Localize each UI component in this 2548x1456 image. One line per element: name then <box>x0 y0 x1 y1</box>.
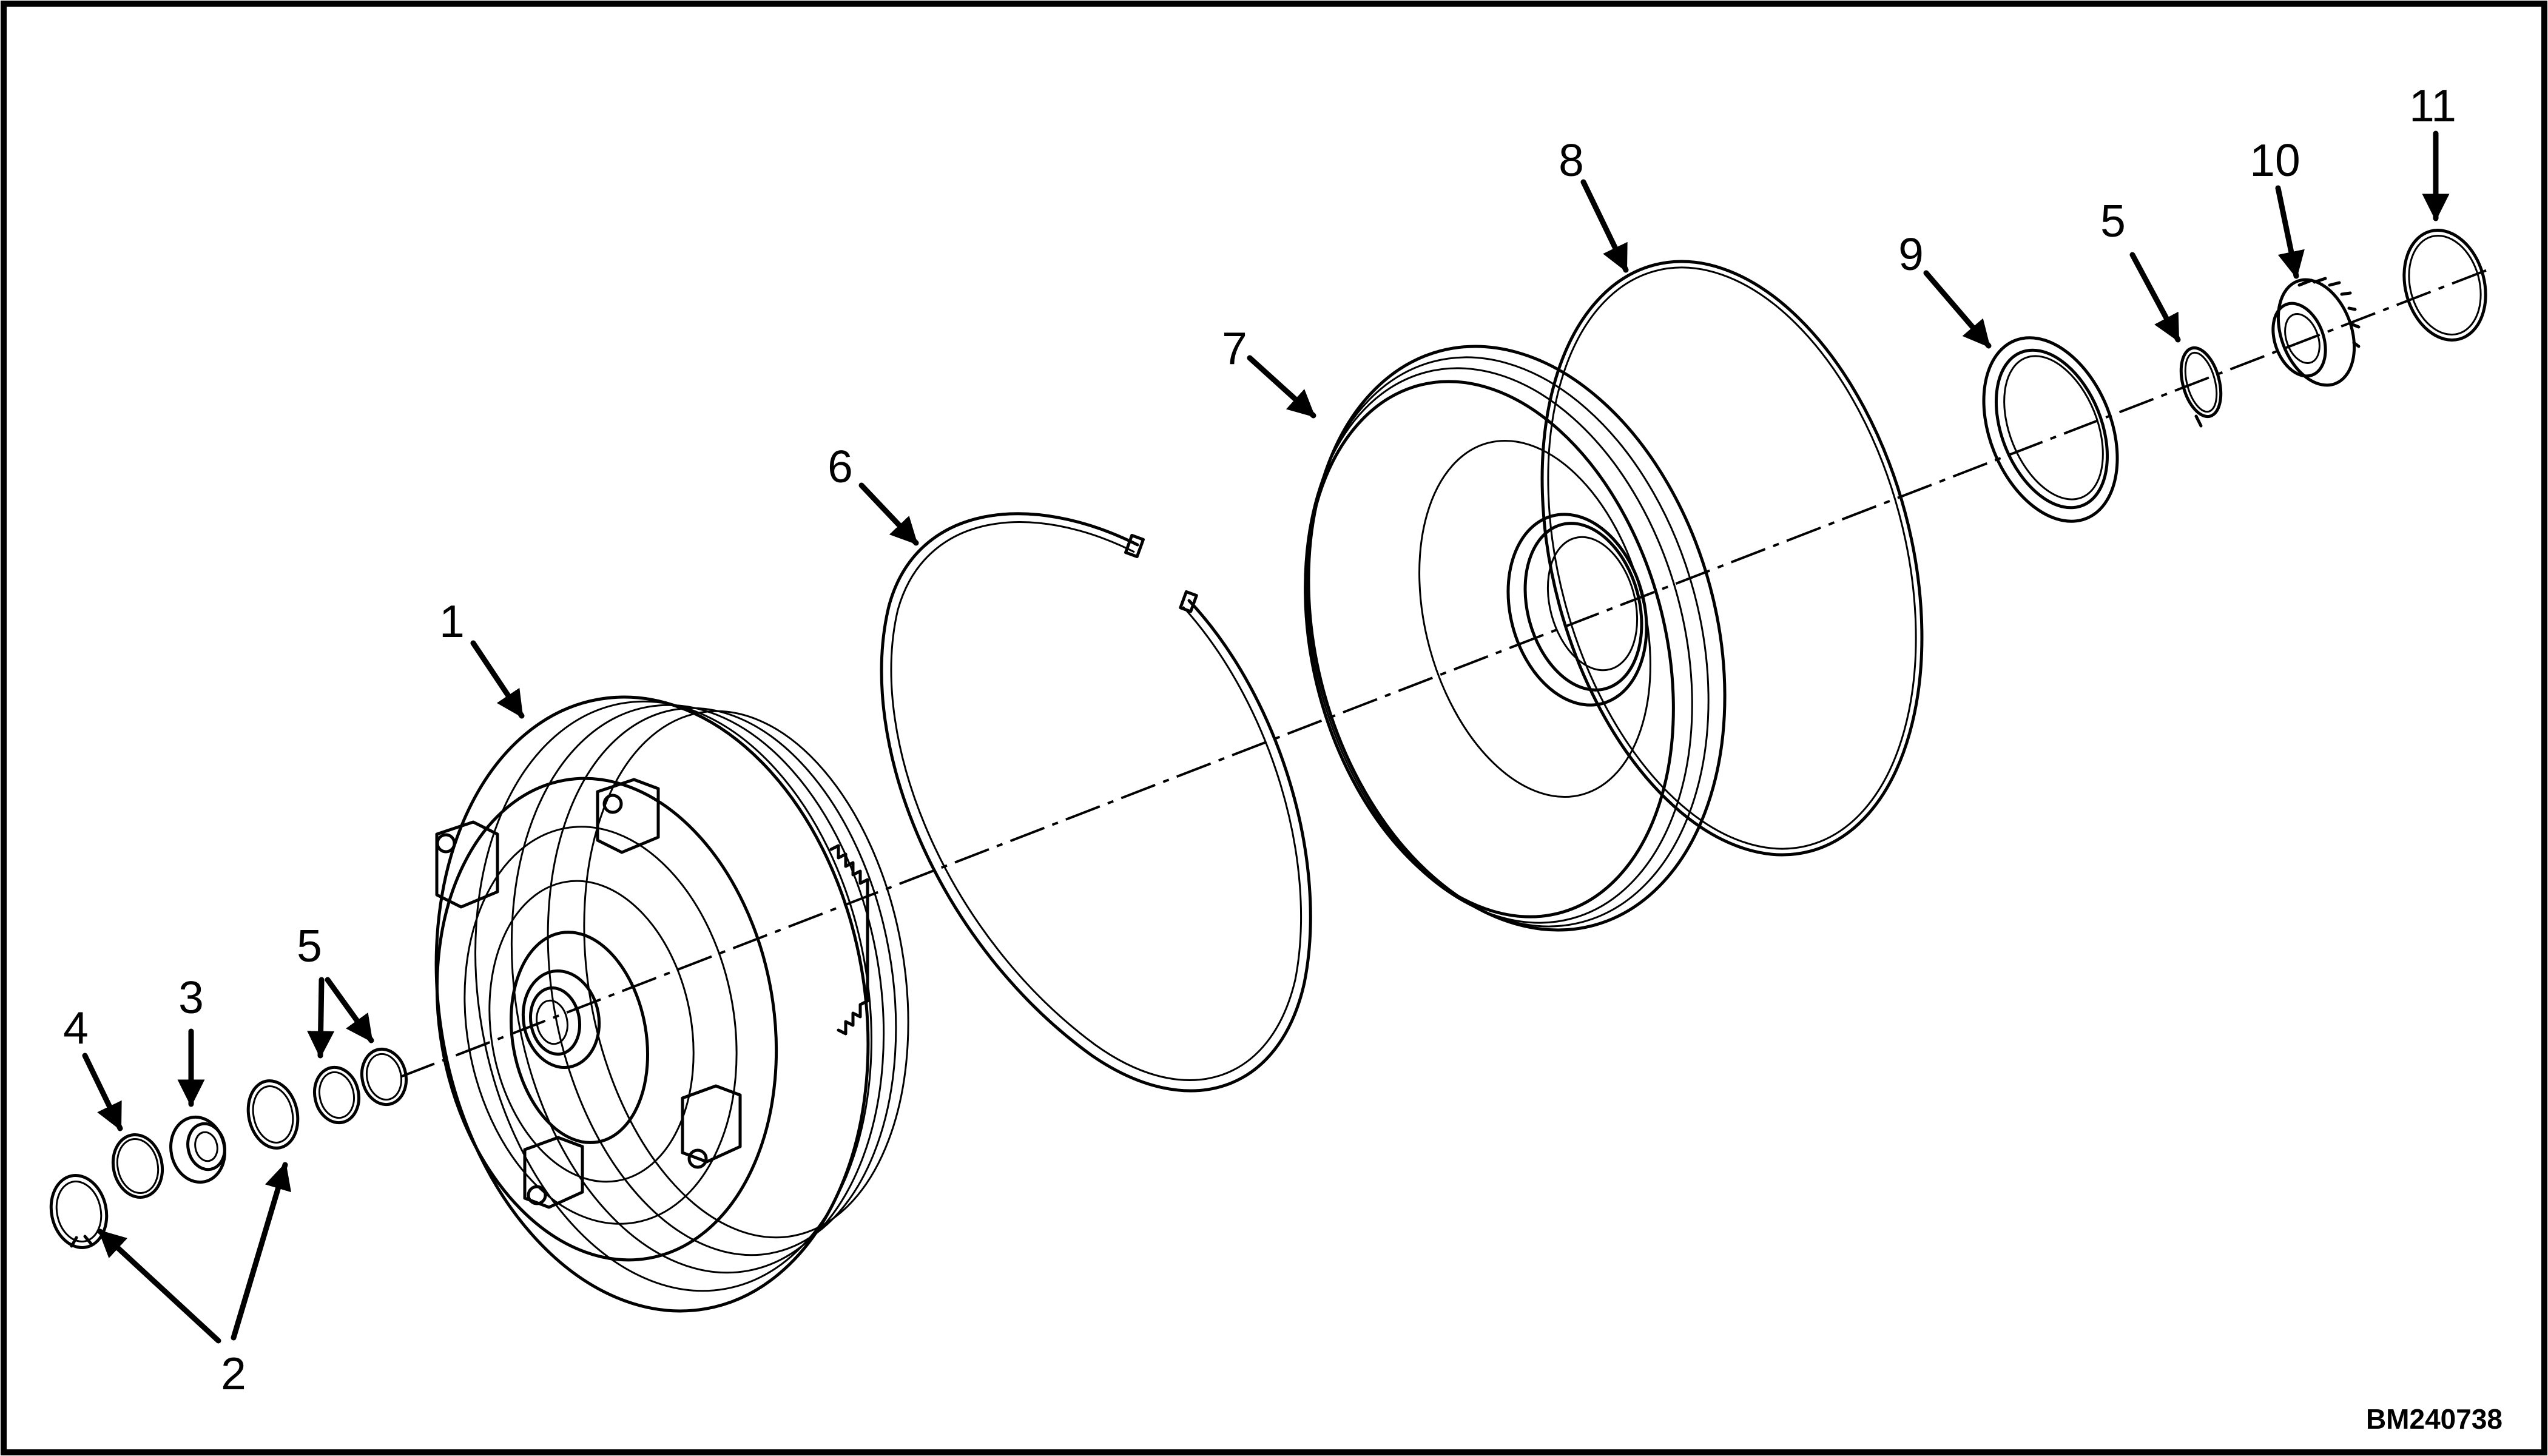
leader-arrow-5a-right <box>325 977 374 1043</box>
leader-arrow-5b <box>2129 252 2181 343</box>
callout-2: 2 <box>221 1348 246 1399</box>
leader-arrow-5a-left <box>307 977 335 1059</box>
leader-arrow-1 <box>470 640 525 719</box>
callout-9: 9 <box>1898 229 1924 280</box>
ring-icon <box>2402 229 2487 342</box>
mounting-lug <box>596 778 660 854</box>
snap-ring-icon <box>2179 346 2223 428</box>
callout-5b: 5 <box>2100 195 2126 246</box>
callout-7: 7 <box>1222 323 1247 374</box>
large-split-ring-icon <box>880 512 1312 1093</box>
callout-4: 4 <box>63 1002 89 1053</box>
torque-converter-icon <box>434 695 909 1313</box>
bushing-icon <box>169 1115 226 1184</box>
callout-3: 3 <box>178 972 204 1023</box>
leader-arrow-2b <box>231 1162 291 1341</box>
leader-arrow-7 <box>1247 355 1316 419</box>
callout-5a: 5 <box>297 920 322 971</box>
leader-arrow-2a <box>97 1228 221 1344</box>
bearing-icon <box>2271 277 2361 387</box>
callout-8: 8 <box>1559 135 1584 186</box>
washer-icon <box>111 1133 164 1199</box>
mounting-lug <box>681 1084 742 1169</box>
leader-arrow-8 <box>1580 179 1629 273</box>
callout-6: 6 <box>827 441 853 492</box>
callout-10: 10 <box>2250 135 2300 186</box>
callout-1: 1 <box>439 596 465 647</box>
figure-id: BM240738 <box>2366 1403 2502 1435</box>
leader-arrow-10 <box>2275 185 2305 279</box>
o-ring-icon <box>1540 260 1924 857</box>
leader-arrow-4 <box>82 1053 123 1131</box>
housing-cover-icon <box>1304 345 1727 932</box>
retaining-ring-icon <box>246 1079 300 1150</box>
retaining-ring-icon <box>49 1174 109 1249</box>
snap-ring-icon <box>313 1065 360 1125</box>
leader-arrow-6 <box>858 482 919 546</box>
mounting-lug <box>523 1136 584 1209</box>
leader-arrow-9 <box>1923 270 1992 349</box>
callout-11: 11 <box>2409 80 2456 131</box>
center-axis-line <box>400 268 2491 1078</box>
seal-icon <box>1982 336 2119 523</box>
mounting-lug <box>435 820 499 909</box>
snap-ring-icon <box>360 1047 408 1107</box>
